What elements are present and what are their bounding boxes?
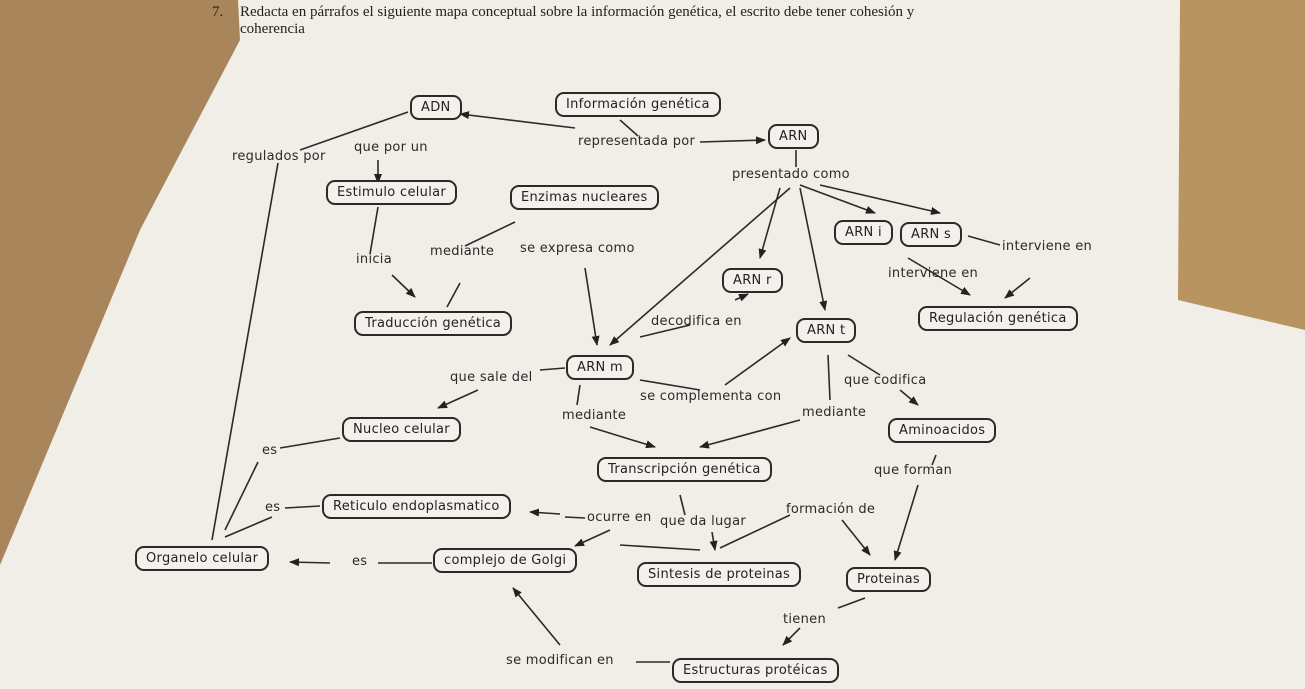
node-reticulo-endoplasmatico: Reticulo endoplasmatico (322, 494, 511, 519)
label-que-por-un: que por un (354, 140, 428, 155)
node-arn-r: ARN r (722, 268, 783, 293)
node-arn-m: ARN m (566, 355, 634, 380)
label-presentado-como: presentado como (732, 167, 850, 182)
label-se-complementa-con: se complementa con (640, 389, 782, 404)
node-aminoacidos: Aminoacidos (888, 418, 997, 443)
label-inicia: inicia (356, 252, 392, 267)
node-informacion-genetica: Información genética (555, 92, 721, 117)
label-mediante-1: mediante (430, 244, 495, 259)
node-arn-i: ARN i (834, 220, 893, 245)
label-es-2: es (265, 500, 281, 515)
node-transcripcion-genetica: Transcripción genética (597, 457, 772, 482)
node-proteinas: Proteinas (846, 567, 932, 592)
label-representada-por: representada por (578, 134, 696, 149)
question-line-2: coherencia (240, 21, 305, 37)
node-estructuras-proteicas: Estructuras protéicas (672, 658, 839, 683)
label-ocurre-en: ocurre en (587, 510, 652, 525)
node-adn: ADN (410, 95, 462, 120)
label-se-expresa-como: se expresa como (520, 241, 635, 256)
label-que-da-lugar: que da lugar (660, 514, 746, 529)
label-tienen: tienen (783, 612, 826, 627)
node-arn-t: ARN t (796, 318, 857, 343)
question-number: 7. (212, 4, 224, 20)
label-decodifica-en: decodifica en (651, 314, 742, 329)
question-line-1: Redacta en párrafos el siguiente mapa co… (240, 4, 915, 20)
node-estimulo-celular: Estimulo celular (326, 180, 458, 205)
label-es-1: es (262, 443, 278, 458)
label-mediante-3: mediante (802, 405, 867, 420)
label-que-codifica: que codifica (844, 373, 927, 388)
label-mediante-2: mediante (562, 408, 627, 423)
node-regulacion-genetica: Regulación genética (918, 306, 1078, 331)
label-es-3: es (352, 554, 368, 569)
node-nucleo-celular: Nucleo celular (342, 417, 461, 442)
node-complejo-de-golgi: complejo de Golgi (433, 548, 578, 573)
node-enzimas-nucleares: Enzimas nucleares (510, 185, 659, 210)
node-organelo-celular: Organelo celular (135, 546, 270, 571)
label-que-forman: que forman (874, 463, 953, 478)
node-arn-s: ARN s (900, 222, 963, 247)
node-sintesis-de-proteinas: Sintesis de proteinas (637, 562, 802, 587)
label-regulados-por: regulados por (232, 149, 326, 164)
node-traduccion-genetica: Traducción genética (354, 311, 513, 336)
node-arn: ARN (768, 124, 819, 149)
label-interviene-en-1: interviene en (1002, 239, 1093, 254)
label-que-sale-del: que sale del (450, 370, 533, 385)
label-se-modifican-en: se modifican en (506, 653, 614, 668)
label-formacion-de: formación de (786, 502, 876, 517)
label-interviene-en-2: interviene en (888, 266, 979, 281)
